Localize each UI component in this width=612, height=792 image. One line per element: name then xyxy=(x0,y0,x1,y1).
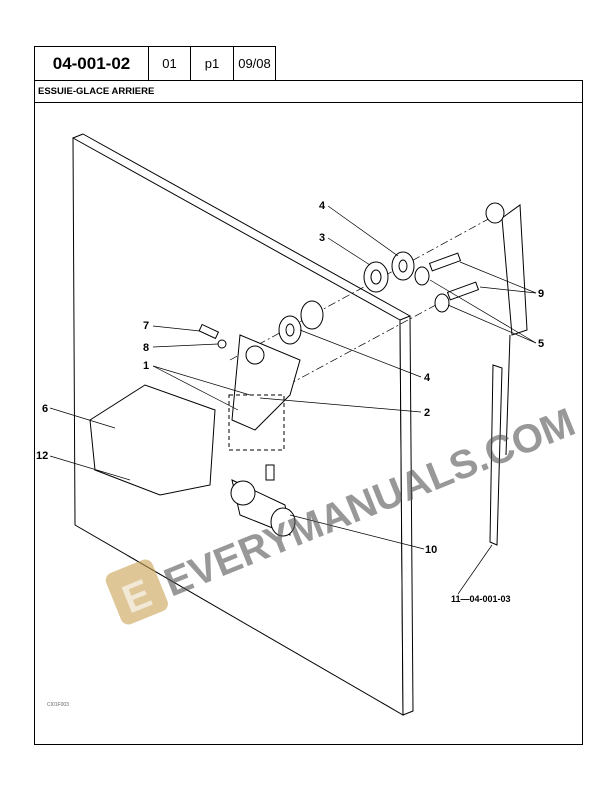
grommet xyxy=(278,251,415,345)
motor xyxy=(230,464,296,537)
callout-8: 8 xyxy=(143,342,149,354)
callout-2: 2 xyxy=(424,407,430,419)
callout-3: 3 xyxy=(319,232,325,244)
page-title: ESSUIE-GLACE ARRIERE xyxy=(34,80,583,103)
callout-12: 12 xyxy=(36,450,48,462)
callout-1: 1 xyxy=(143,360,149,372)
wiper-arm xyxy=(485,202,528,546)
panel-edge xyxy=(399,315,414,716)
callout-11: 11—04-001-03 xyxy=(451,594,511,604)
callout-5: 5 xyxy=(538,338,544,350)
motor-cover xyxy=(89,384,216,496)
callout-9: 9 xyxy=(538,288,544,300)
drawing-code: CI01F003 xyxy=(47,702,69,708)
callout-4b: 4 xyxy=(424,372,431,384)
drawing-frame xyxy=(34,80,583,745)
bolt xyxy=(414,252,480,313)
callout-7: 7 xyxy=(143,320,149,332)
callout-4: 4 xyxy=(319,200,326,212)
callout-6: 6 xyxy=(42,403,48,415)
callout-10: 10 xyxy=(425,544,437,556)
wiper-blade xyxy=(489,364,503,546)
